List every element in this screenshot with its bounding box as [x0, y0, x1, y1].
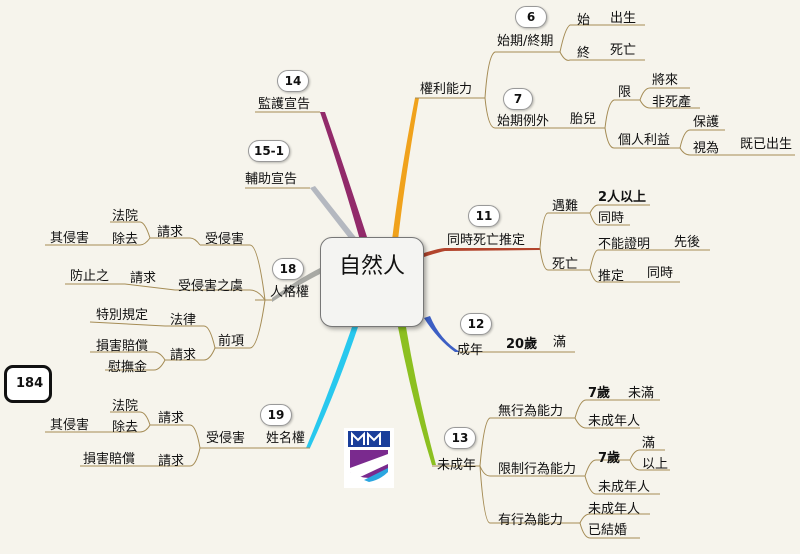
same-time-label: 同時	[598, 211, 625, 226]
personality-label: 人格權	[270, 285, 310, 300]
order-label: 先後	[674, 235, 701, 250]
limited-capacity-minor-label: 未成年人	[598, 480, 651, 495]
badge-assistance: 15-1	[248, 140, 290, 162]
personality-premise-label: 前項	[218, 334, 245, 349]
name-its-infringement-label: 其侵害	[50, 418, 90, 433]
personality-request2-label: 請求	[130, 271, 157, 286]
limited-capacity-age-label: 7歲	[598, 451, 621, 466]
limited-capacity-full-label: 滿	[642, 436, 656, 451]
branch-assistance-line	[310, 186, 358, 242]
full-capacity-label: 有行為能力	[498, 513, 564, 528]
period-label: 始期/終期	[497, 34, 554, 49]
two-plus-label: 2人以上	[598, 190, 647, 205]
limited-capacity-above-label: 以上	[642, 457, 669, 472]
personality-solatium-label: 慰撫金	[108, 360, 148, 375]
personality-special-label: 特別規定	[96, 308, 149, 323]
end-label: 終	[577, 46, 591, 61]
name-damages-label: 損害賠償	[83, 452, 136, 467]
adult-full-label: 滿	[553, 335, 567, 350]
branch-rights-line	[392, 98, 419, 240]
cannot-prove-label: 不能證明	[598, 237, 651, 252]
name-infringed-label: 受侵害	[206, 431, 246, 446]
personality-its-infringement-label: 其侵害	[50, 231, 90, 246]
personality-request3-label: 請求	[170, 348, 197, 363]
protect-label: 保護	[693, 115, 720, 130]
presume-label: 推定	[598, 269, 625, 284]
deem-label: 視為	[693, 141, 720, 156]
death-label: 死亡	[552, 257, 579, 272]
badge-guardianship: 14	[277, 70, 309, 92]
badge-rights-period: 6	[515, 6, 547, 28]
limited-capacity-label: 限制行為能力	[498, 462, 577, 477]
no-capacity-age-label: 7歲	[588, 386, 611, 401]
full-capacity-minor-label: 未成年人	[588, 502, 641, 517]
fetus-label: 胎兒	[570, 112, 597, 127]
branch-adult-line	[424, 316, 460, 352]
personal-interest-label: 個人利益	[618, 133, 671, 148]
same-time-2-label: 同時	[647, 266, 674, 281]
disaster-label: 遇難	[552, 199, 579, 214]
personality-request1-label: 請求	[157, 225, 184, 240]
no-capacity-minor-label: 未成年人	[588, 414, 641, 429]
start-label: 始	[577, 13, 591, 28]
simultaneous-death-label: 同時死亡推定	[447, 233, 526, 248]
already-born-label: 既已出生	[740, 137, 793, 152]
badge-minor: 13	[444, 427, 476, 449]
name-remove-label: 除去	[112, 420, 139, 435]
limit-label: 限	[618, 85, 632, 100]
full-capacity-married-label: 已結婚	[588, 523, 628, 538]
assistance-label: 輔助宣告	[245, 172, 298, 187]
adult-label: 成年	[457, 343, 484, 358]
name-request2-label: 請求	[158, 454, 185, 469]
adult-age-label: 20歲	[506, 337, 538, 352]
no-capacity-label: 無行為能力	[498, 404, 564, 419]
no-capacity-under-label: 未滿	[628, 386, 655, 401]
personality-danger-label: 受侵害之虞	[178, 279, 244, 294]
name-court-label: 法院	[112, 399, 139, 414]
page-number-box: 184	[4, 365, 52, 403]
personality-remove-label: 除去	[112, 232, 139, 247]
branch-simul-line	[424, 248, 540, 257]
rights-label: 權利能力	[420, 82, 473, 97]
future-label: 將來	[652, 73, 679, 88]
badge-rights-exception: 7	[503, 88, 533, 110]
end-event-label: 死亡	[610, 43, 637, 58]
publisher-logo	[344, 428, 394, 488]
personality-prevent-label: 防止之	[70, 269, 110, 284]
minor-label: 未成年	[437, 458, 477, 473]
personality-law-label: 法律	[170, 313, 197, 328]
badge-simultaneous-death: 11	[468, 205, 500, 227]
badge-personality: 18	[272, 258, 304, 280]
branch-personality-line	[272, 268, 320, 302]
branch-minor-line	[398, 327, 436, 465]
central-topic: 自然人	[320, 237, 424, 327]
personality-damages-label: 損害賠償	[96, 339, 149, 354]
branch-guardianship-line	[320, 112, 368, 240]
guardianship-label: 監護宣告	[258, 97, 311, 112]
exception-label: 始期例外	[497, 114, 550, 129]
start-event-label: 出生	[610, 11, 637, 26]
name-request1-label: 請求	[158, 411, 185, 426]
name-right-label: 姓名權	[266, 431, 306, 446]
badge-adult: 12	[460, 313, 492, 335]
personality-court-label: 法院	[112, 209, 139, 224]
non-stillbirth-label: 非死產	[652, 95, 692, 110]
branch-name-line	[306, 327, 358, 448]
personality-infringed-label: 受侵害	[205, 232, 245, 247]
badge-name-right: 19	[260, 404, 292, 426]
